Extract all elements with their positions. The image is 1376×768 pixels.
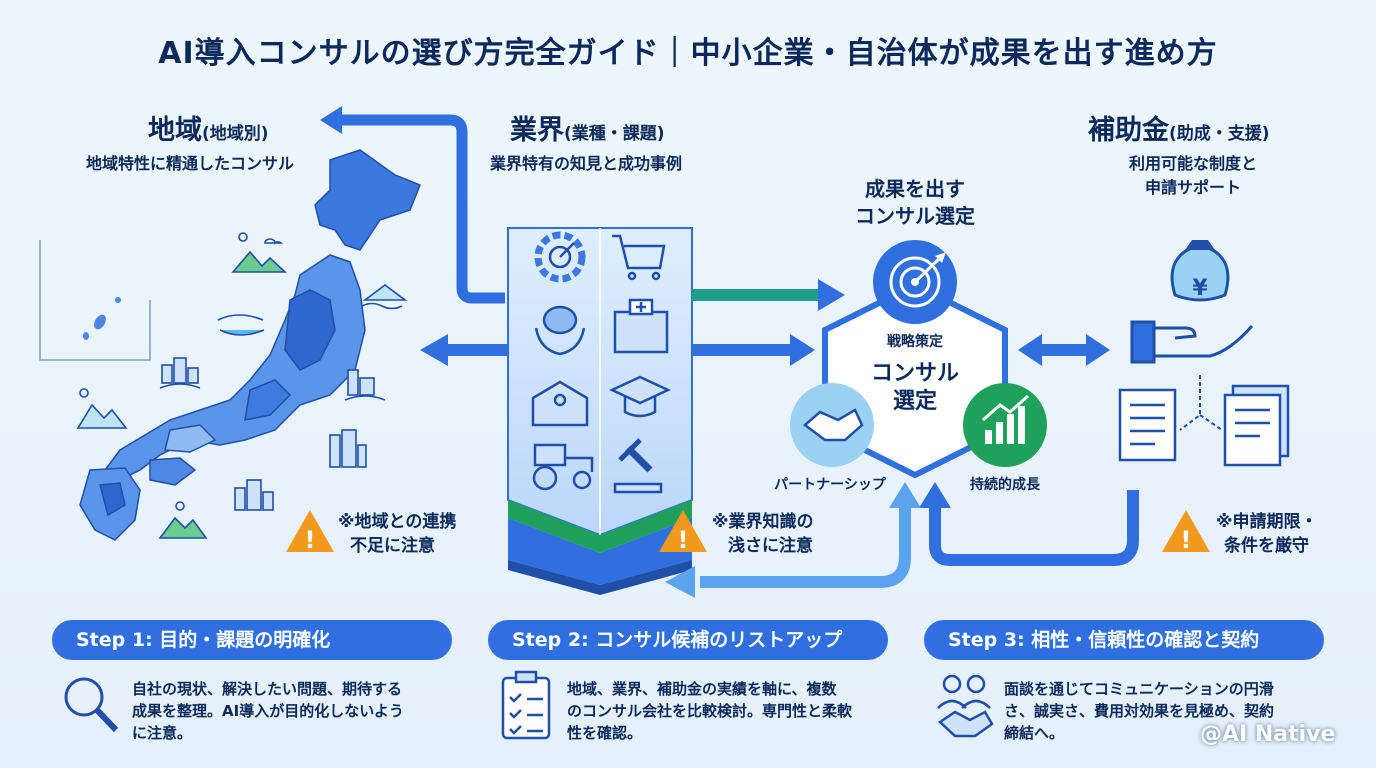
partnership-label: パートナーシップ [774, 477, 886, 493]
money-bag-icon: ¥ [1170, 240, 1230, 302]
growth-label: 持続的成長 [970, 477, 1040, 493]
industry-warning: ※業界知識の浅さに注意 [712, 512, 814, 556]
industry-icons [531, 231, 671, 494]
arrow-subsidy-return [929, 490, 1139, 566]
step-3-label: Step 3: 相性・信頼性の確認と契約 [924, 620, 1324, 660]
map-inset-frame [39, 240, 151, 361]
industry-desc: 業界特有の知見と成功事例 [490, 154, 683, 173]
region-title: 地域(地域別) [148, 115, 269, 146]
arrow-green-to-center [692, 289, 820, 301]
document-icon [1118, 384, 1290, 467]
svg-text:!: ! [678, 526, 689, 554]
step-3-text: 面談を通じてコミュニケーションの円滑さ、誠実さ、費用対効果を見極め、契約締結へ。 [1004, 680, 1275, 742]
arrow-to-region [335, 114, 505, 304]
people-handshake-icon [937, 674, 994, 738]
okinawa-islands [83, 297, 121, 340]
hand-icon [1130, 320, 1254, 364]
subsidy-subtitle: (助成・支援) [1169, 124, 1270, 144]
strategy-target-icon [873, 240, 957, 324]
subsidy-desc: 利用可能な制度と申請サポート [1128, 154, 1257, 197]
step-1-text: 自社の現状、解決したい問題、期待する成果を整理。AI導入が目的化しないように注意… [132, 680, 404, 742]
region-warning: ※地域との連携不足に注意 [338, 512, 457, 556]
clipboard-checklist-icon [501, 670, 551, 740]
magnifier-icon [64, 677, 119, 733]
center-heading: 成果を出すコンサル選定 [855, 177, 975, 228]
japan-map [79, 149, 421, 541]
arrow-left [445, 344, 507, 356]
arrow-to-center [692, 344, 792, 356]
core-label: コンサル選定 [870, 361, 959, 414]
warning-icon: ! [1162, 510, 1210, 554]
arrow-double [1038, 344, 1088, 356]
svg-text:!: ! [1181, 526, 1192, 554]
map-landmarks [76, 232, 408, 539]
industry-subtitle: (業種・課題) [564, 124, 665, 144]
doc-connector [1179, 375, 1223, 431]
region-desc: 地域特性に精通したコンサル [86, 154, 295, 173]
step-1-label: Step 1: 目的・課題の明確化 [52, 620, 452, 660]
step-2-text: 地域、業界、補助金の実績を軸に、複数のコンサル会社を比較検討。専門性と柔軟性を確… [567, 680, 853, 742]
region-subtitle: (地域別) [202, 124, 269, 144]
industry-title: 業界(業種・課題) [510, 115, 665, 146]
warning-icon: ! [659, 510, 707, 554]
svg-text:!: ! [305, 526, 316, 554]
credit-watermark: @AI Native [1200, 722, 1336, 747]
step-2-label: Step 2: コンサル候補のリストアップ [488, 620, 888, 660]
strategy-label: 戦略策定 [887, 334, 943, 350]
arrow-bottom-return [700, 505, 911, 588]
warning-icon: ! [286, 510, 334, 554]
page-title: AI導入コンサルの選び方完全ガイド｜中小企業・自治体が成果を出す進め方 [158, 36, 1218, 71]
handshake-icon [790, 383, 874, 467]
subsidy-warning: ※申請期限・条件を厳守 [1216, 512, 1318, 556]
growth-chart-icon [963, 383, 1047, 467]
subsidy-title: 補助金(助成・支援) [1088, 115, 1270, 146]
svg-text:¥: ¥ [1192, 276, 1208, 301]
